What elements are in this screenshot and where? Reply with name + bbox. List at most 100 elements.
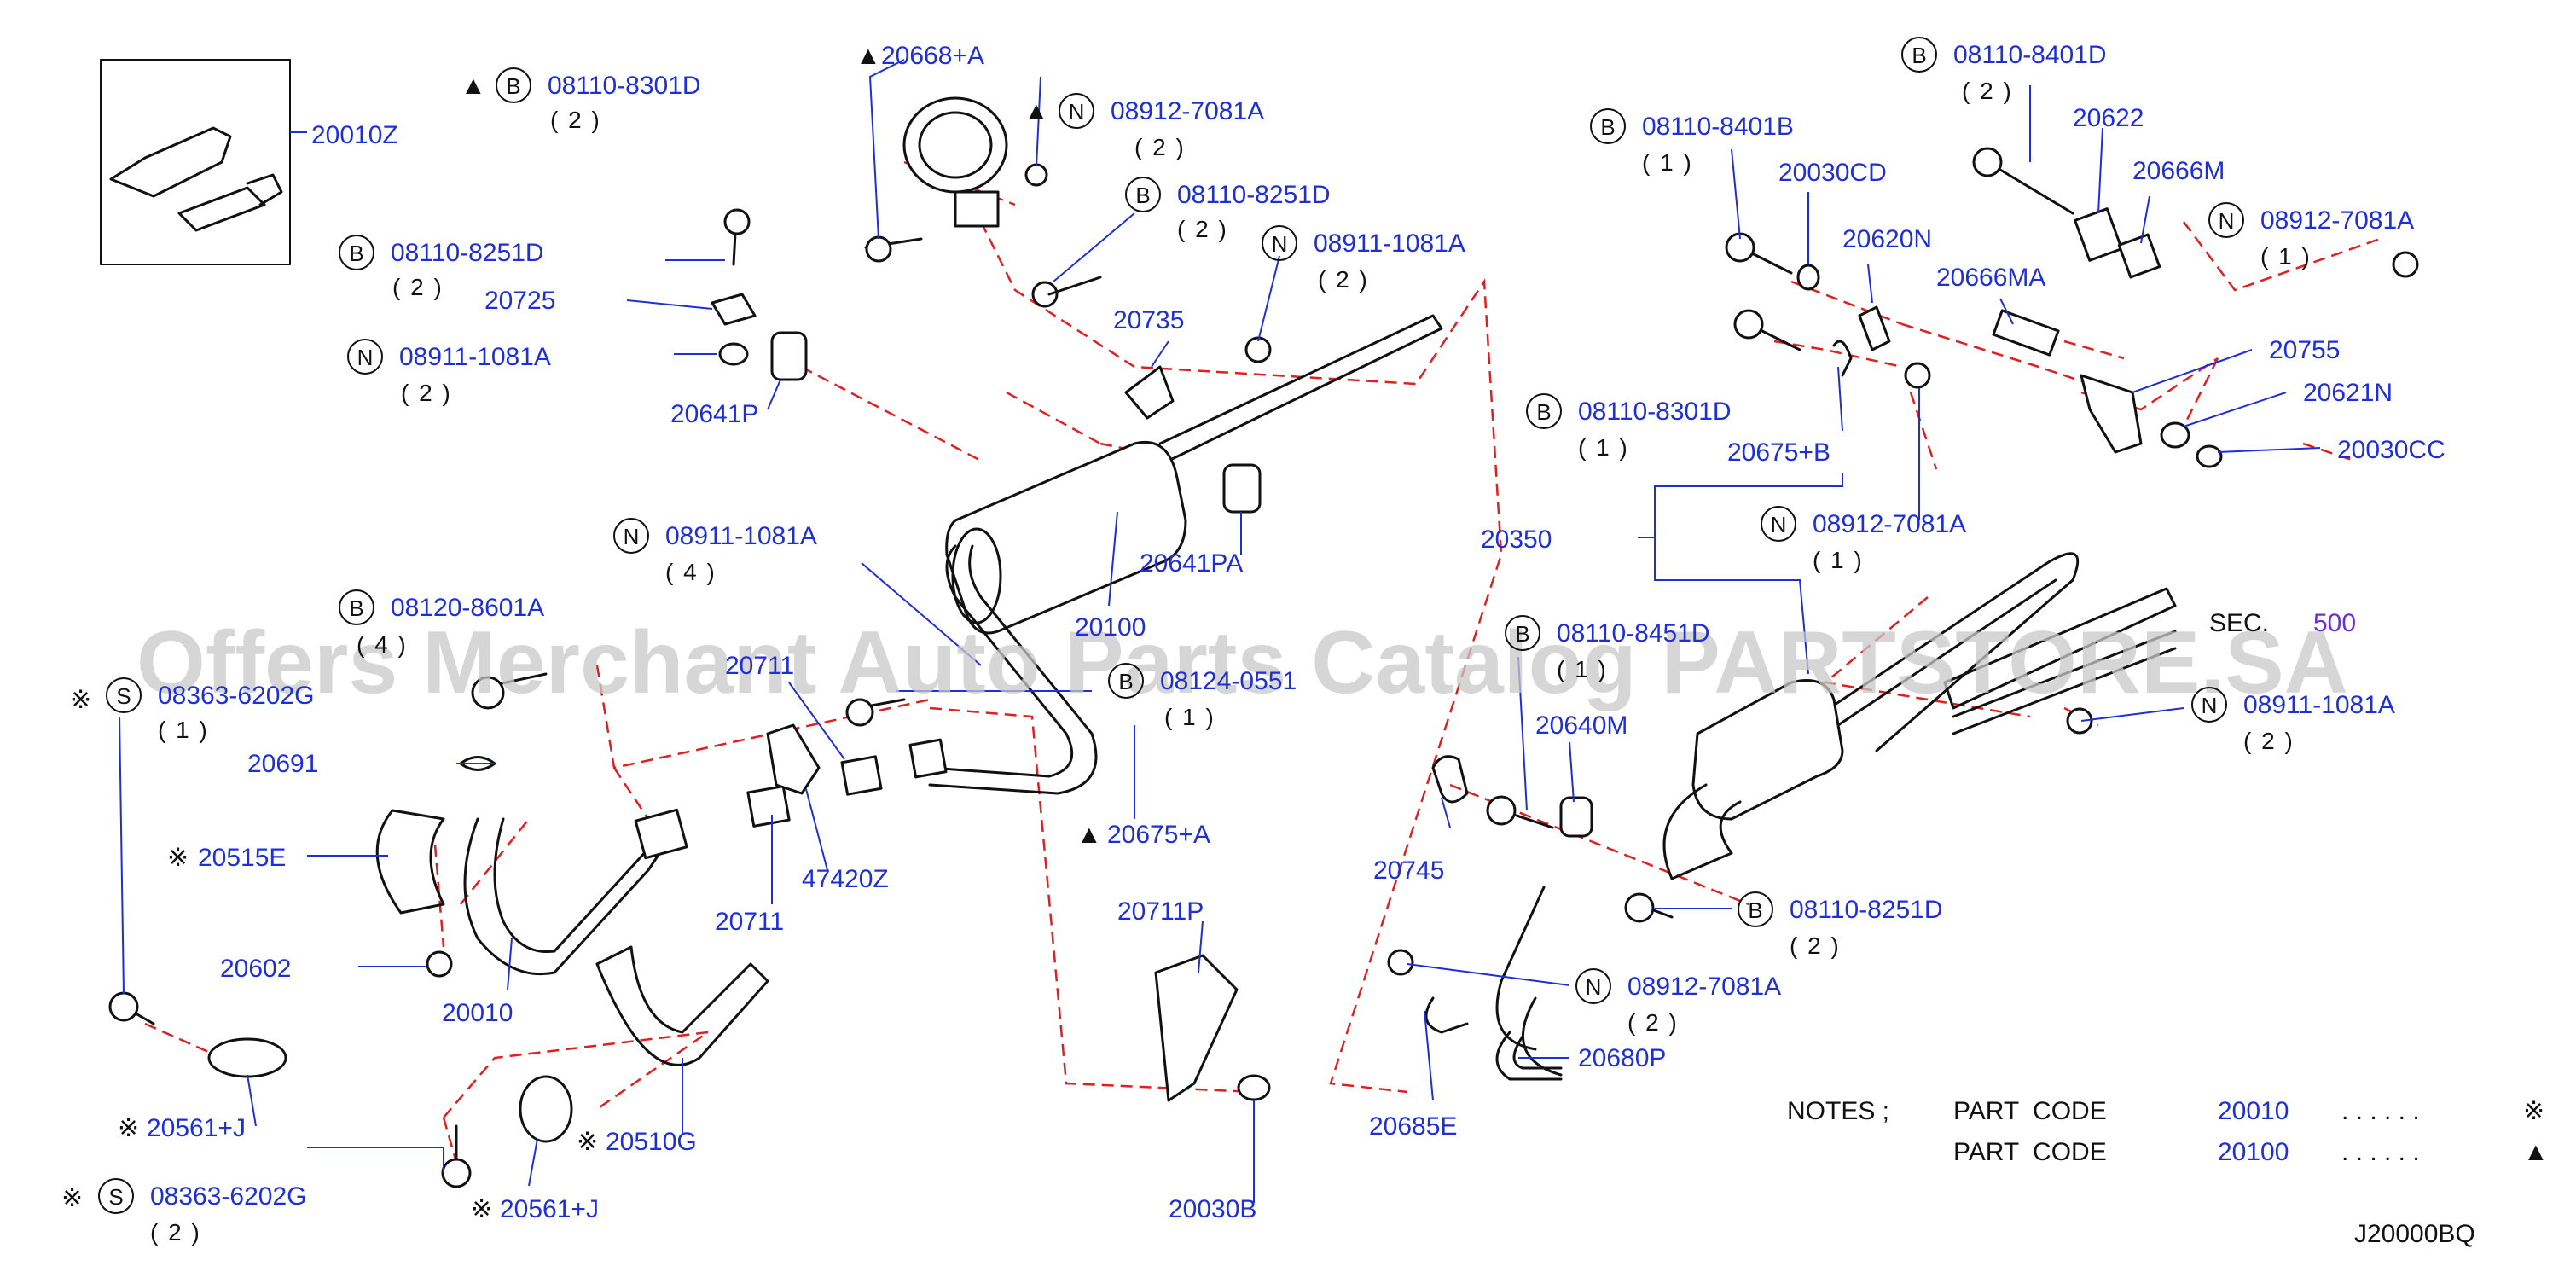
circle-letter: B (1912, 43, 1926, 68)
part-number-20755[interactable]: 20755 (2269, 336, 2340, 364)
part-number-08110-8301d[interactable]: 08110-8301D (1578, 398, 1732, 426)
part-number-08110-8401d[interactable]: 08110-8401D (1953, 41, 2107, 69)
part-number-08912-7081a[interactable]: 08912-7081A (2260, 206, 2414, 235)
part-number-08912-7081a[interactable]: 08912-7081A (1813, 510, 1966, 538)
frame-member-shape (1943, 587, 2177, 735)
part-number-20641p[interactable]: 20641P (670, 400, 758, 428)
part-number-20640m[interactable]: 20640M (1535, 711, 1627, 740)
quantity: ( 1 ) (158, 717, 209, 743)
part-number-08110-8401b[interactable]: 08110-8401B (1642, 113, 1794, 141)
part-number-08124-0551[interactable]: 08124-0551 (1160, 667, 1297, 695)
part-drawings (100, 59, 2419, 1188)
symbol-note-mark: ※ (70, 686, 91, 714)
part-number-20675a[interactable]: 20675+A (1107, 821, 1210, 849)
quantity: ( 1 ) (2260, 243, 2312, 270)
circle-letter: B (1536, 399, 1551, 425)
part-number-20350[interactable]: 20350 (1481, 526, 1552, 554)
part-number-08110-8251d[interactable]: 08110-8251D (391, 239, 544, 267)
part-number-20510g[interactable]: 20510G (606, 1128, 697, 1156)
part-number-20010z[interactable]: 20010Z (311, 121, 398, 149)
part-number-20711[interactable]: 20711 (715, 908, 784, 936)
quantity: ( 2 ) (392, 274, 444, 300)
heat-shield-20711p-shape (1154, 954, 1239, 1102)
heat-cover-20515e-shape (375, 809, 445, 915)
quantity: ( 4 ) (357, 631, 408, 658)
part-number-47420z[interactable]: 47420Z (802, 865, 889, 893)
section-number-link[interactable]: 500 (2313, 609, 2356, 637)
bracket-20745-shape (1431, 755, 1469, 804)
leader-lines (119, 59, 2321, 1203)
part-number-08120-8601a[interactable]: 08120-8601A (391, 594, 544, 622)
part-number-20711p[interactable]: 20711P (1117, 897, 1204, 926)
part-number-20561j[interactable]: 20561+J (500, 1195, 599, 1223)
part-number-08912-7081a[interactable]: 08912-7081A (1627, 973, 1781, 1001)
part-number-20666ma[interactable]: 20666MA (1936, 264, 2045, 292)
part-number-20100[interactable]: 20100 (1075, 613, 1146, 642)
part-number-20515e[interactable]: 20515E (198, 844, 286, 872)
quantity: ( 2 ) (1134, 134, 1186, 160)
part-number-20725[interactable]: 20725 (484, 287, 555, 315)
part-number-08912-7081a[interactable]: 08912-7081A (1111, 97, 1264, 125)
bolt-head-shape (1972, 147, 2003, 177)
letter-circle (98, 1178, 134, 1214)
circle-letter: N (2219, 208, 2235, 234)
letter-circle (1738, 891, 1773, 927)
part-number-08911-1081a[interactable]: 08911-1081A (665, 522, 817, 550)
notes-part-code-value[interactable]: 20100 (2218, 1138, 2289, 1166)
part-number-08363-6202g[interactable]: 08363-6202G (150, 1182, 307, 1211)
part-number-20621n[interactable]: 20621N (2303, 379, 2393, 407)
notes-part-code-value[interactable]: 20010 (2218, 1097, 2289, 1125)
circle-letter: N (1771, 512, 1787, 537)
clamp-20561j-shape (519, 1075, 573, 1143)
part-number-20602[interactable]: 20602 (220, 955, 291, 983)
part-number-08110-8251d[interactable]: 08110-8251D (1177, 181, 1331, 209)
notes-symbol: ※ (2523, 1097, 2544, 1125)
part-number-20641pa[interactable]: 20641PA (1140, 549, 1243, 578)
part-number-20691[interactable]: 20691 (247, 750, 318, 778)
circle-letter: N (624, 524, 640, 549)
part-number-08363-6202g[interactable]: 08363-6202G (158, 682, 315, 710)
nut-20030b-shape (1237, 1074, 1271, 1101)
part-number-20735[interactable]: 20735 (1113, 306, 1184, 334)
part-number-20711[interactable]: 20711 (725, 652, 794, 680)
part-number-20561j[interactable]: 20561+J (147, 1114, 246, 1142)
bracket-20725-shape (711, 293, 757, 326)
nut-shape (1904, 362, 1931, 389)
part-number-20680p[interactable]: 20680P (1578, 1044, 1666, 1072)
nut-20602-shape (426, 950, 453, 978)
part-number-20745[interactable]: 20745 (1373, 857, 1444, 885)
part-number-20675b[interactable]: 20675+B (1727, 438, 1830, 467)
part-number-20668a[interactable]: 20668+A (881, 42, 984, 70)
circle-letter: B (1118, 669, 1133, 694)
part-number-08911-1081a[interactable]: 08911-1081A (1314, 229, 1465, 258)
nut-shape (1244, 336, 1272, 363)
part-number-08110-8251d[interactable]: 08110-8251D (1790, 896, 1943, 924)
part-number-20622[interactable]: 20622 (2073, 104, 2144, 132)
quantity: ( 1 ) (1164, 704, 1215, 730)
letter-circle (1590, 108, 1626, 144)
front-pipe-shape (928, 544, 1098, 795)
nut-shape (1024, 163, 1048, 187)
part-number-20030b[interactable]: 20030B (1169, 1195, 1256, 1223)
part-number-08911-1081a[interactable]: 08911-1081A (2243, 691, 2395, 719)
part-number-20010[interactable]: 20010 (442, 999, 513, 1027)
bracket-20735-shape (1124, 365, 1175, 420)
circle-letter: B (349, 241, 363, 266)
sensor-47420z-shape (766, 723, 821, 795)
part-number-20666m[interactable]: 20666M (2132, 157, 2225, 185)
sealant-kit-box (100, 59, 291, 265)
part-number-20685e[interactable]: 20685E (1369, 1112, 1457, 1141)
symbol-triangle: ▲ (1076, 821, 1102, 849)
part-number-08911-1081a[interactable]: 08911-1081A (399, 343, 551, 371)
notes-dots: . . . . . . (2341, 1138, 2420, 1166)
heat-cover-20510g-shape (595, 945, 769, 1066)
part-number-08110-8451d[interactable]: 08110-8451D (1557, 619, 1710, 648)
notes-dots: . . . . . . (2341, 1097, 2420, 1125)
watermark-text: Offers Merchant Auto Parts Catalog PARTS… (136, 613, 2348, 712)
part-number-20620n[interactable]: 20620N (1842, 225, 1932, 253)
bolt-head-shape (471, 676, 505, 710)
part-number-20030cc[interactable]: 20030CC (2337, 436, 2445, 464)
part-number-08110-8301d[interactable]: 08110-8301D (548, 72, 701, 100)
part-number-20030cd[interactable]: 20030CD (1778, 159, 1887, 187)
